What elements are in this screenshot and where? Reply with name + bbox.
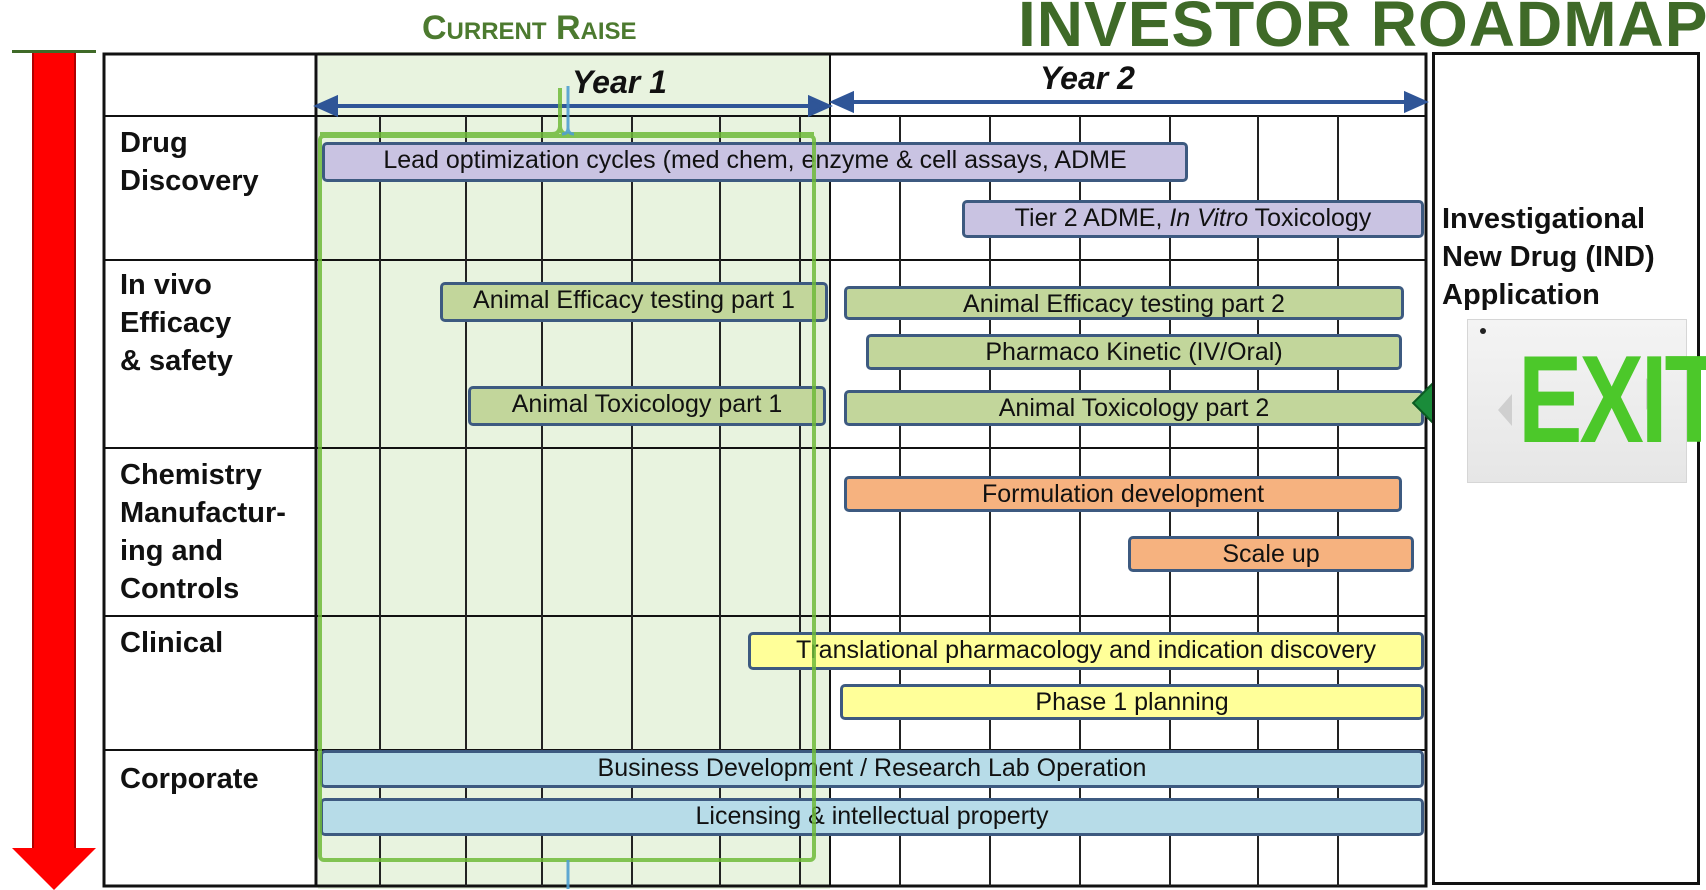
task-animal-efficacy-1: Animal Efficacy testing part 1 (440, 282, 828, 322)
task-tier2-adme-part1: Tier 2 ADME, (1014, 204, 1170, 232)
timeline-arrow-head (12, 848, 96, 890)
task-animal-efficacy-2: Animal Efficacy testing part 2 (844, 286, 1404, 320)
task-lead-optimization: Lead optimization cycles (med chem, enzy… (322, 142, 1188, 182)
task-phase1-planning: Phase 1 planning (840, 684, 1424, 720)
task-tier2-adme-part2: Toxicology (1248, 204, 1372, 232)
exit-sign-mount (1480, 328, 1486, 334)
year1-label: Year 1 (572, 64, 667, 100)
row-label-drug-discovery: Drug Discovery (120, 127, 259, 197)
exit-chevron-left-icon (1498, 394, 1512, 426)
row-label-in-vivo: In vivo Efficacy & safety (120, 269, 233, 377)
exit-sign-text: EXIT (1518, 331, 1706, 469)
table-border (102, 52, 1428, 888)
year2-span-arrow (829, 90, 1429, 114)
task-tier2-adme-italic: In Vitro (1169, 204, 1249, 232)
task-animal-toxicology-2: Animal Toxicology part 2 (844, 390, 1424, 426)
row-label-cmc: Chemistry Manufactur- ing and Controls (120, 459, 286, 605)
task-business-development: Business Development / Research Lab Oper… (320, 750, 1424, 788)
task-tier2-adme: Tier 2 ADME, In Vitro Toxicology (962, 200, 1424, 238)
task-formulation-development: Formulation development (844, 476, 1402, 512)
current-raise-label: Current Raise (422, 9, 637, 47)
task-translational-pharmacology: Translational pharmacology and indicatio… (748, 632, 1424, 670)
row-label-clinical: Clinical (120, 627, 224, 659)
year2-label: Year 2 (1040, 60, 1135, 96)
task-licensing-ip: Licensing & intellectual property (320, 798, 1424, 836)
task-animal-toxicology-1: Animal Toxicology part 1 (468, 386, 826, 426)
task-pharmacokinetic: Pharmaco Kinetic (IV/Oral) (866, 334, 1402, 370)
ind-application-label: Investigational New Drug (IND) Applicati… (1442, 203, 1655, 311)
timeline-arrow-cap (12, 50, 96, 53)
timeline-arrow-shaft (32, 53, 76, 851)
task-scale-up: Scale up (1128, 536, 1414, 572)
roadmap-title: INVESTOR ROADMAP (1018, 0, 1706, 60)
row-label-corporate: Corporate (120, 763, 259, 795)
exit-chevron-right-icon (1646, 378, 1660, 410)
exit-sign-image: EXIT (1468, 320, 1706, 482)
